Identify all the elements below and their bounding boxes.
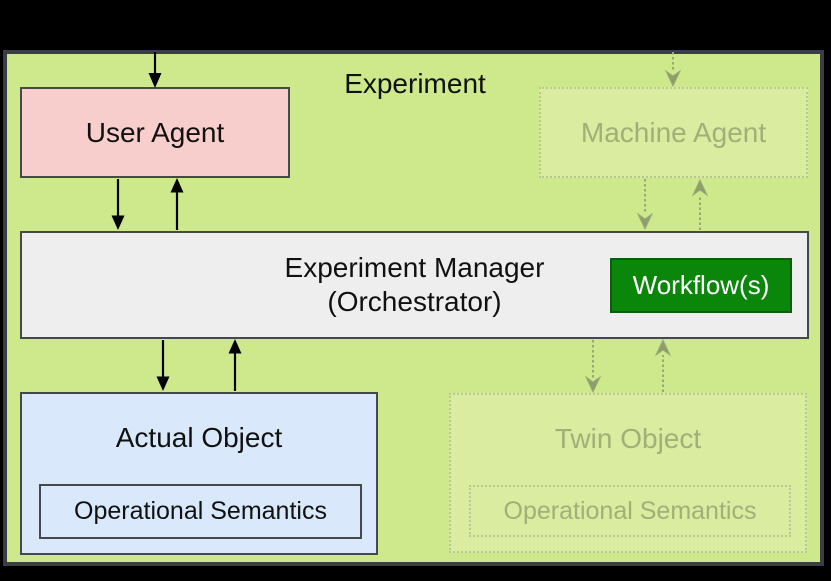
- experiment-manager-label-line2: (Orchestrator): [327, 286, 502, 317]
- machine-agent-label: Machine Agent: [580, 116, 767, 148]
- twin-object-label: Twin Object: [554, 423, 702, 454]
- experiment-manager-label-line1: Experiment Manager: [284, 252, 545, 283]
- node-workflow: Workflow(s): [610, 258, 792, 313]
- actual-operational-semantics-label: Operational Semantics: [74, 497, 327, 525]
- experiment-title: Experiment: [344, 68, 486, 99]
- node-machine-agent: Machine Agent: [539, 87, 808, 178]
- node-twin-operational-semantics: Operational Semantics: [469, 485, 791, 537]
- node-twin-object: Twin Object Operational Semantics: [449, 393, 807, 553]
- twin-operational-semantics-label: Operational Semantics: [503, 496, 757, 525]
- node-user-agent: User Agent: [20, 87, 290, 178]
- actual-object-label: Actual Object: [115, 422, 283, 453]
- node-experiment-manager: Experiment Manager (Orchestrator): [20, 231, 809, 339]
- user-agent-label: User Agent: [85, 116, 225, 148]
- workflow-label: Workflow(s): [632, 270, 770, 300]
- node-actual-operational-semantics: Operational Semantics: [39, 484, 362, 539]
- node-actual-object: Actual Object Operational Semantics: [20, 392, 378, 555]
